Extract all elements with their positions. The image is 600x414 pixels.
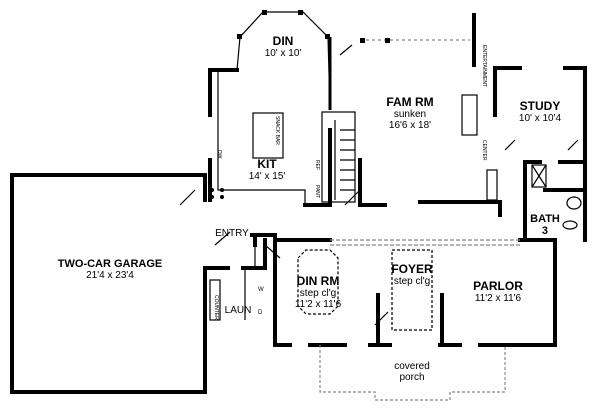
counter-label: COUNTER [213, 295, 219, 320]
dinrm-ceiling [297, 249, 339, 315]
tub [566, 196, 582, 210]
room-parlor: PARLOR 11'2 x 11'6 [473, 279, 523, 305]
dining-bay [236, 11, 331, 111]
garage-wall-left-bottom [10, 173, 207, 394]
fireplace [461, 94, 478, 136]
kitchen-counter [217, 72, 306, 205]
counter [209, 279, 221, 321]
room-note: step cl'g [393, 276, 431, 288]
posts [210, 10, 390, 199]
stairs [321, 111, 356, 203]
room-name: STUDY [519, 99, 561, 113]
room-name: PARLOR [473, 279, 523, 293]
entry-walls [250, 233, 277, 247]
room-laun: LAUN [224, 305, 252, 316]
room-size: 21'4 x 23'4 [86, 270, 134, 282]
study-walls [493, 66, 587, 242]
foyer-ceiling [391, 249, 433, 331]
fam-wall-bottom [418, 200, 502, 217]
room-bath: BATH 3 [530, 213, 560, 237]
snack-bar-label: SNACK BAR [274, 116, 280, 145]
foyer-columns [376, 293, 444, 347]
room-size: 11'2 x 11'6 [294, 299, 342, 311]
porch-line2: porch [399, 372, 425, 383]
kitchen-wall-top [208, 68, 239, 117]
stair-wall-right [358, 158, 387, 207]
walls [10, 13, 587, 394]
shower [531, 164, 547, 188]
room-study: STUDY 10' x 10'4 [518, 99, 562, 125]
room-number: 3 [541, 225, 549, 238]
washer-label: W [258, 287, 264, 293]
room-name: DIN [272, 34, 294, 48]
garage-wall-top [10, 173, 207, 202]
pant-label: PANT [314, 185, 320, 198]
porch [319, 345, 506, 401]
room-fam: FAM RM sunken 16'6 x 18' [386, 95, 434, 132]
dryer-label: D [258, 310, 263, 316]
room-dinrm: DIN RM step cl'g 11'2 x 11'6 [294, 274, 342, 311]
laundry-walls [203, 238, 267, 270]
room-size: 14' x 15' [248, 171, 286, 183]
room-name: BATH [530, 213, 560, 225]
toilet [562, 220, 578, 230]
room-name: FAM RM [386, 95, 434, 109]
room-entry: ENTRY [215, 228, 249, 239]
room-kit: KIT 14' x 15' [248, 157, 286, 183]
room-foyer: FOYER step cl'g [391, 262, 433, 288]
room-size: 16'6 x 18' [388, 120, 432, 132]
entertainment-label: ENTERTAINMENT [481, 45, 487, 88]
room-din: DIN 10' x 10' [264, 34, 302, 60]
room-garage: TWO-CAR GARAGE 21'4 x 23'4 [58, 258, 163, 281]
room-name: TWO-CAR GARAGE [57, 258, 163, 270]
room-size: 10' x 10' [264, 48, 302, 60]
bath-walls [523, 160, 587, 242]
room-porch: covered porch [394, 361, 430, 383]
center-label: CENTER [481, 140, 487, 161]
room-name: KIT [257, 157, 277, 171]
thin-lines [179, 11, 582, 401]
snack-bar [252, 112, 284, 159]
room-name: DIN RM [296, 274, 340, 288]
room-note: step cl'g [299, 288, 337, 300]
room-name: FOYER [391, 262, 433, 276]
closet [486, 169, 498, 201]
room-size: 11'2 x 11'6 [474, 293, 522, 305]
porch-line1: covered [394, 361, 430, 372]
room-note: sunken [393, 109, 427, 121]
dw-label: DW [216, 150, 222, 159]
ref-label: REF [314, 160, 320, 170]
room-size: 10' x 10'4 [518, 113, 562, 125]
